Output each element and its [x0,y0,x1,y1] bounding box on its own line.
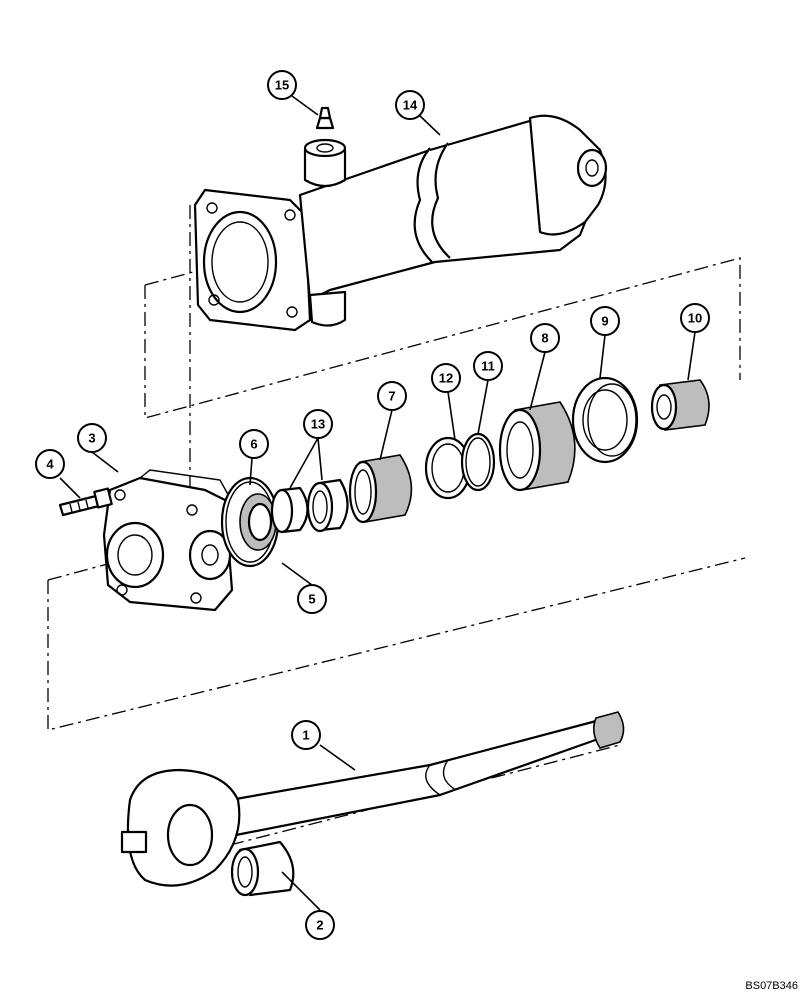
callout-7-label: 7 [388,389,395,404]
callout-10: 10 [680,303,710,333]
callout-14-label: 14 [403,98,418,113]
callout-4: 4 [35,449,65,479]
cylinder-barrel [193,106,608,332]
callout-9: 9 [590,306,620,336]
callout-13-label: 13 [311,417,325,432]
callout-8-label: 8 [541,331,548,346]
o-ring-and-wiper-seal [220,476,280,568]
callout-3-label: 3 [88,431,95,446]
lock-nut [650,379,710,431]
cap-screw [58,487,113,517]
drawing-reference-code: BS07B346 [745,980,798,992]
callout-1-label: 1 [302,728,309,743]
callout-2: 2 [305,910,335,940]
callout-7: 7 [377,381,407,411]
callout-3: 3 [77,423,107,453]
callout-11: 11 [473,351,503,381]
callout-13: 13 [303,409,333,439]
callout-1: 1 [291,720,321,750]
callout-12: 12 [431,363,461,393]
piston [498,401,576,492]
callout-15: 15 [267,70,297,100]
piston-rod [120,711,625,887]
callout-6: 6 [239,429,269,459]
rod-eye-bushing [230,840,295,897]
leader-lines [59,95,696,911]
gland-head [102,469,234,612]
callout-14: 14 [395,90,425,120]
callout-15-label: 15 [275,78,289,93]
wear-ring-and-retaining-ring [424,432,496,500]
callout-12-label: 12 [439,371,453,386]
callout-2-label: 2 [316,918,323,933]
callout-8: 8 [530,323,560,353]
bushing [348,454,413,524]
callout-5-label: 5 [308,592,315,607]
callout-9-label: 9 [601,314,608,329]
callout-10-label: 10 [688,311,702,326]
callout-11-label: 11 [481,359,495,374]
backup-rings [270,478,349,534]
piston-seal [571,376,639,464]
callout-4-label: 4 [46,457,54,472]
callout-5: 5 [297,584,327,614]
callout-6-label: 6 [250,437,257,452]
